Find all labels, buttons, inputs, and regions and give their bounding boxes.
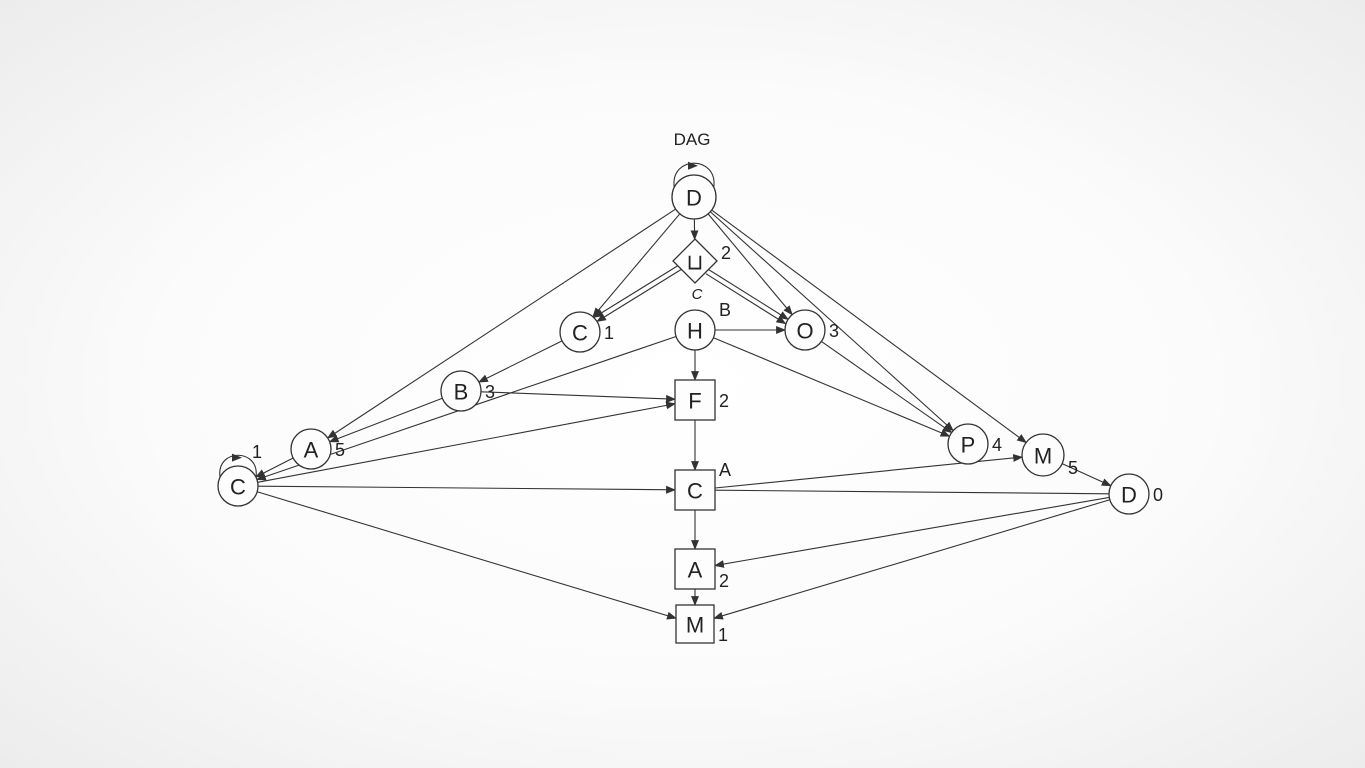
circle-shape (440, 370, 482, 412)
edge-O-to-P (821, 341, 953, 434)
node-label: H (687, 319, 703, 344)
node-label: C (572, 321, 588, 346)
node-sub-label: C (692, 286, 703, 303)
self-loop-D_top (673, 162, 715, 188)
node-label: ⊔ (686, 250, 703, 275)
self-loop-arrow-icon (688, 161, 698, 170)
edge-C_left-to-M_box (256, 491, 677, 620)
node-label: C (230, 475, 246, 500)
circle-shape (1108, 473, 1150, 515)
edge-Diamond-to-C1 (593, 264, 680, 318)
circle-shape (947, 423, 989, 465)
node-H[interactable]: HB (674, 300, 731, 351)
node-label: D (686, 186, 702, 211)
node-weight: 4 (992, 435, 1002, 455)
circle-shape (1021, 433, 1065, 477)
circle-shape (217, 465, 259, 507)
node-weight: 2 (719, 571, 729, 591)
node-Diamond[interactable]: ⊔ 2C (672, 238, 731, 303)
edge-D_top-to-A1 (326, 208, 676, 439)
self-loop-C_left (219, 454, 257, 478)
self-loop-arrow-icon (232, 453, 242, 462)
edge-B-to-F (480, 391, 676, 403)
node-weight: 1 (604, 323, 614, 343)
node-weight: B (719, 300, 731, 320)
node-weight: 3 (829, 321, 839, 341)
node-weight: 5 (335, 440, 345, 460)
node-weight: 1 (718, 625, 728, 645)
edge-M_right-to-D_right (1061, 463, 1112, 487)
node-weight: 1 (252, 442, 262, 462)
edge-Diamond-to-C1 (596, 268, 682, 323)
edge-B-to-A1 (328, 397, 443, 443)
node-label: C (687, 479, 703, 504)
node-label: O (796, 319, 813, 344)
node-label: D (1121, 483, 1137, 508)
node-weight: 0 (1153, 485, 1163, 505)
edge-D_right-to-A_box (714, 496, 1110, 568)
diamond-shape (672, 238, 718, 284)
node-C_left[interactable]: C1 (217, 442, 262, 507)
node-weight: 2 (721, 243, 731, 263)
edge-C_left-to-C_box (257, 485, 676, 494)
square-shape (674, 469, 716, 511)
edge-C_left-to-F (257, 401, 676, 483)
node-weight: A (719, 460, 731, 480)
edge-Diamond-to-O (708, 269, 789, 320)
node-weight: 5 (1068, 458, 1078, 478)
node-label: B (454, 380, 469, 405)
edge-H-to-P (713, 337, 951, 437)
circle-shape (674, 309, 716, 351)
edge-C1-to-B (478, 340, 563, 383)
edge-Diamond-to-O (705, 273, 787, 325)
edge-D_top-to-O (707, 213, 793, 316)
edge-A1-to-C_left (254, 457, 294, 478)
node-label: M (1034, 444, 1052, 469)
node-D_top[interactable]: D (671, 161, 717, 220)
square-shape (675, 604, 715, 644)
node-weight: 3 (485, 382, 495, 402)
square-shape (674, 548, 716, 590)
node-C_box[interactable]: CA (674, 460, 731, 511)
square-shape (674, 379, 716, 421)
node-label: A (304, 438, 319, 463)
node-label: P (961, 433, 976, 458)
node-weight: 2 (719, 391, 729, 411)
circle-shape (559, 311, 601, 353)
edge-D_top-to-P (709, 211, 954, 432)
node-label: A (688, 558, 703, 583)
edge-D_right-to-M_box (713, 499, 1110, 620)
edge-C_box-to-D_right (714, 489, 1110, 495)
circle-shape (671, 174, 717, 220)
node-label: M (686, 613, 704, 638)
diagram-title: DAG (674, 130, 711, 149)
circle-shape (784, 309, 826, 351)
circle-shape (290, 428, 332, 470)
edge-D_top-to-M_right (711, 209, 1027, 444)
edge-D_top-to-C1 (592, 213, 681, 318)
node-label: F (688, 389, 701, 414)
